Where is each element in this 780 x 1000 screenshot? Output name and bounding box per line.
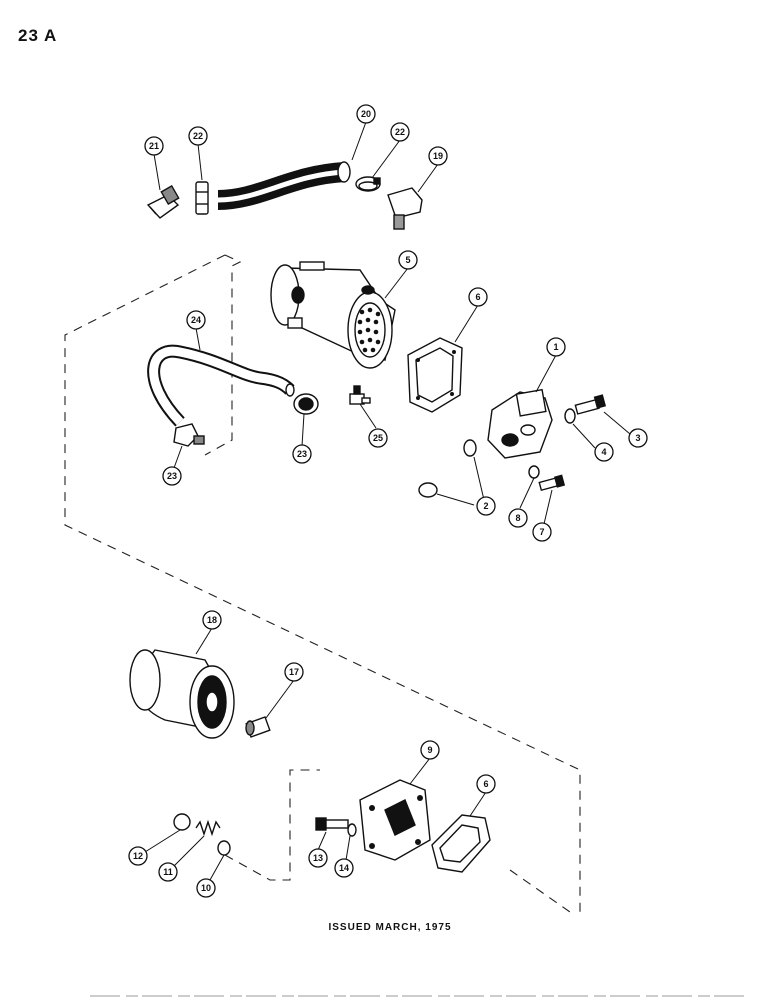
callout-20-label: 20 bbox=[361, 109, 371, 119]
callout-25: 25 bbox=[368, 428, 388, 448]
lockwasher-4 bbox=[564, 408, 576, 424]
callout-22-connector: 22 bbox=[188, 126, 208, 146]
callout-21: 21 bbox=[144, 136, 164, 156]
callout-9-label: 9 bbox=[427, 745, 432, 755]
hose-20 bbox=[217, 161, 351, 210]
adapter-23-left bbox=[173, 423, 205, 447]
cooler-header-1 bbox=[487, 388, 553, 459]
callout-4: 4 bbox=[594, 442, 614, 462]
callout-1-label: 1 bbox=[553, 342, 558, 352]
callout-12: 12 bbox=[128, 846, 148, 866]
callout-7-label: 7 bbox=[539, 527, 544, 537]
callout-19-label: 19 bbox=[433, 151, 443, 161]
callout-5: 5 bbox=[398, 250, 418, 270]
callout-14-label: 14 bbox=[339, 863, 349, 873]
cooler-tube-holes bbox=[357, 307, 381, 353]
o-ring-2-upper bbox=[463, 439, 477, 457]
callout-17: 17 bbox=[284, 662, 304, 682]
lockwasher-8 bbox=[528, 465, 540, 479]
adapter-23-right bbox=[293, 393, 319, 415]
oil-filter-18 bbox=[129, 649, 235, 739]
spring-11 bbox=[195, 819, 221, 837]
callout-6-lower: 6 bbox=[476, 774, 496, 794]
callout-2-label: 2 bbox=[483, 501, 488, 511]
callout-4-label: 4 bbox=[601, 447, 606, 457]
callout-9: 9 bbox=[420, 740, 440, 760]
callout-24: 24 bbox=[186, 310, 206, 330]
issued-date-note: ISSUED MARCH, 1975 bbox=[328, 922, 452, 933]
callout-7: 7 bbox=[532, 522, 552, 542]
callout-23-right: 23 bbox=[292, 444, 312, 464]
filter-base-9 bbox=[359, 779, 431, 861]
assembly-outline-dashed bbox=[64, 254, 581, 912]
tube-24 bbox=[147, 344, 295, 427]
callout-25-label: 25 bbox=[373, 433, 383, 443]
hose-connector-22 bbox=[195, 181, 209, 215]
leader-lines bbox=[144, 121, 631, 881]
callout-1: 1 bbox=[546, 337, 566, 357]
callout-18-label: 18 bbox=[207, 615, 217, 625]
page-number: 23 A bbox=[18, 26, 58, 45]
callout-19: 19 bbox=[428, 146, 448, 166]
callout-23-right-label: 23 bbox=[297, 449, 307, 459]
callout-22-connector-label: 22 bbox=[193, 131, 203, 141]
gasket-6-upper bbox=[407, 337, 463, 413]
washer-10 bbox=[217, 840, 231, 856]
callout-13-label: 13 bbox=[313, 853, 323, 863]
gasket-6-lower bbox=[431, 814, 491, 873]
callout-22-clamp-label: 22 bbox=[395, 127, 405, 137]
callout-18: 18 bbox=[202, 610, 222, 630]
elbow-fitting-21 bbox=[146, 184, 180, 219]
oil-cooler-body-5 bbox=[270, 261, 396, 369]
callout-23-left: 23 bbox=[162, 466, 182, 486]
hose-clamp-22 bbox=[355, 176, 381, 192]
bolt-3 bbox=[574, 394, 607, 415]
callout-6-lower-label: 6 bbox=[483, 779, 488, 789]
assembly-outline-dashed-inner bbox=[204, 254, 242, 456]
callout-10-label: 10 bbox=[201, 883, 211, 893]
callout-11-label: 11 bbox=[163, 867, 173, 877]
callout-8: 8 bbox=[508, 508, 528, 528]
washer-14 bbox=[347, 823, 357, 837]
callout-10: 10 bbox=[196, 878, 216, 898]
callout-22-clamp: 22 bbox=[390, 122, 410, 142]
callout-23-left-label: 23 bbox=[167, 471, 177, 481]
callout-2: 2 bbox=[476, 496, 496, 516]
bolt-7 bbox=[538, 474, 566, 492]
drain-cock-25 bbox=[349, 385, 371, 405]
callout-6-upper-label: 6 bbox=[475, 292, 480, 302]
callout-21-label: 21 bbox=[149, 141, 159, 151]
filter-nipple-17 bbox=[245, 716, 271, 738]
callout-12-label: 12 bbox=[133, 851, 143, 861]
filter-loop-dashed bbox=[224, 769, 320, 881]
callout-17-label: 17 bbox=[289, 667, 299, 677]
callout-13: 13 bbox=[308, 848, 328, 868]
callout-5-label: 5 bbox=[405, 255, 410, 265]
check-ball-12 bbox=[173, 813, 191, 831]
o-ring-2-lower bbox=[418, 482, 438, 498]
lower-gasket-dashed bbox=[509, 869, 571, 913]
callout-14: 14 bbox=[334, 858, 354, 878]
callout-24-label: 24 bbox=[191, 315, 201, 325]
callout-6-upper: 6 bbox=[468, 287, 488, 307]
callout-11: 11 bbox=[158, 862, 178, 882]
callout-20: 20 bbox=[356, 104, 376, 124]
callout-8-label: 8 bbox=[515, 513, 520, 523]
tee-fitting-19 bbox=[387, 187, 423, 230]
callout-3-label: 3 bbox=[635, 433, 640, 443]
bolt-13 bbox=[315, 817, 349, 831]
callout-3: 3 bbox=[628, 428, 648, 448]
